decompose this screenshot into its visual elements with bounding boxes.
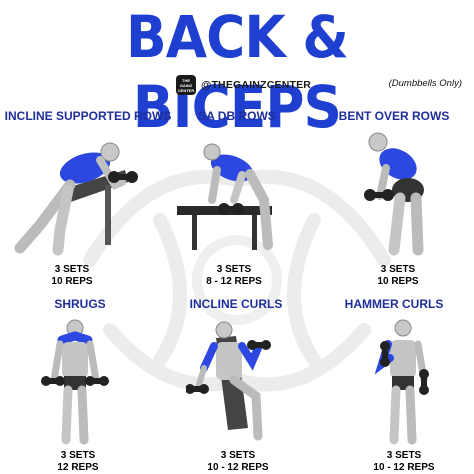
exercise-5-sets: 3 SETS bbox=[220, 450, 256, 461]
bent-over-row-illustration bbox=[364, 132, 424, 256]
exercise-4-name: SHRUGS bbox=[54, 297, 106, 311]
exercise-2-sets: 3 SETS bbox=[216, 264, 252, 275]
incline-supported-row-illustration bbox=[14, 142, 138, 256]
exercise-6-sets: 3 SETS bbox=[386, 450, 422, 461]
exercise-2-name: SA DB ROWS bbox=[198, 109, 276, 123]
exercise-4-reps: 12 REPS bbox=[57, 462, 99, 473]
incline-curls-illustration bbox=[186, 321, 271, 441]
brand-handle: @THEGAINZCENTER bbox=[201, 79, 312, 91]
exercise-5-reps: 10 - 12 REPS bbox=[207, 462, 269, 473]
exercise-5-name: INCLINE CURLS bbox=[189, 297, 283, 311]
exercise-3-sets: 3 SETS bbox=[380, 264, 416, 275]
page-title: BACK & BICEPS bbox=[125, 3, 349, 141]
exercise-6-reps: 10 - 12 REPS bbox=[373, 462, 435, 473]
logo-text-top: THE GAINZ bbox=[179, 77, 193, 88]
exercise-2-reps: 8 - 12 REPS bbox=[206, 276, 262, 287]
exercise-6-name: HAMMER CURLS bbox=[344, 297, 444, 311]
page-subtitle: (Dumbbells Only) bbox=[388, 78, 462, 89]
exercise-1-name: INCLINE SUPPORTED ROWS bbox=[4, 109, 172, 123]
sa-db-row-illustration bbox=[177, 143, 273, 250]
exercise-3-name: BENT OVER ROWS bbox=[338, 109, 450, 123]
exercise-1-sets: 3 SETS bbox=[54, 264, 90, 275]
exercise-3-reps: 10 REPS bbox=[377, 276, 419, 287]
brand-logo: THE GAINZ CENTER bbox=[176, 75, 196, 95]
logo-text-bottom: CENTER bbox=[177, 87, 195, 93]
exercise-4-sets: 3 SETS bbox=[60, 450, 96, 461]
hammer-curls-illustration bbox=[374, 319, 429, 445]
exercise-1-reps: 10 REPS bbox=[51, 276, 93, 287]
shrugs-illustration bbox=[41, 319, 109, 445]
brand-row: THE GAINZ CENTER @THEGAINZCENTER bbox=[176, 75, 311, 95]
